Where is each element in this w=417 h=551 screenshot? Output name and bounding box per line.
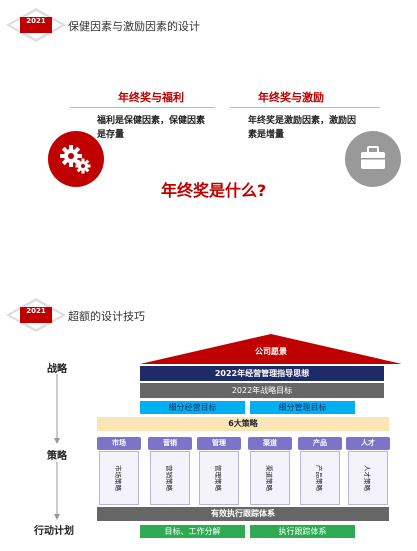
pillar-text: 渠道策略 [265, 465, 273, 491]
pillar-head-product: 产品 [298, 437, 342, 450]
bottom-box-goal-breakdown: 目标、工作分解 [140, 525, 245, 538]
section-year: 2021 [26, 307, 46, 315]
level-label-tactics: 策略 [47, 451, 67, 462]
right-card-divider [230, 107, 380, 108]
pillar-body-sales: 营销策略 [150, 451, 190, 505]
pillar-body-talent: 人才策略 [348, 451, 388, 505]
pillar-text: 产品策略 [315, 465, 323, 491]
left-card-heading: 年终奖与福利 [118, 91, 184, 104]
pillar-text: 人才策略 [363, 465, 371, 491]
pillar-body-channel: 渠道策略 [250, 451, 290, 505]
section-badge: 2021 [6, 298, 66, 332]
bottom-box-execution-tracking: 执行跟踪体系 [250, 525, 355, 538]
briefcase-icon [361, 146, 385, 169]
section-title: 保健因素与激励因素的设计 [68, 20, 200, 33]
level-arrow [54, 374, 60, 520]
section-badge: 2021 [6, 8, 66, 42]
section-title: 超额的设计技巧 [68, 310, 145, 323]
left-card-text: 福利是保健因素，保健因素是存量 [97, 116, 206, 140]
pillar-text: 管理策略 [214, 465, 222, 491]
right-card-text: 年终奖是激励因素，激励因素是增量 [248, 116, 357, 140]
left-card-divider [70, 107, 215, 108]
pillar-head-talent: 人才 [346, 437, 390, 450]
gears-icon [60, 145, 91, 174]
roof-label: 公司愿景 [255, 347, 287, 356]
pillar-text: 营销策略 [165, 465, 173, 491]
pillar-body-product: 产品策略 [300, 451, 340, 505]
pillar-head-sales: 营销 [148, 437, 192, 450]
pillar-head-market: 市场 [97, 437, 141, 450]
right-card-heading: 年终奖与激励 [258, 91, 324, 104]
left-card-circle [48, 131, 104, 187]
level-label-strategy: 战略 [47, 364, 67, 375]
pillar-body-management: 管理策略 [199, 451, 239, 505]
center-question: 年终奖是什么? [161, 181, 267, 200]
sub-goal-business: 细分经营目标 [140, 401, 245, 414]
pillar-head-management: 管理 [197, 437, 241, 450]
right-card-circle [345, 131, 401, 187]
strategy-goal-bar: 2022年战略目标 [140, 383, 384, 398]
sub-goal-management: 细分管理目标 [250, 401, 355, 414]
level-label-action-plan: 行动计划 [34, 526, 74, 537]
section-year: 2021 [26, 17, 46, 25]
six-strategies-bar: 6大策略 [97, 417, 389, 431]
pillar-text: 市场策略 [114, 465, 122, 491]
pillar-body-market: 市场策略 [99, 451, 139, 505]
roof-triangle [140, 334, 402, 364]
pillar-head-channel: 渠道 [248, 437, 292, 450]
guideline-bar: 2022年经营管理指导思想 [140, 366, 384, 381]
tracking-bar: 有效执行跟踪体系 [97, 507, 389, 521]
